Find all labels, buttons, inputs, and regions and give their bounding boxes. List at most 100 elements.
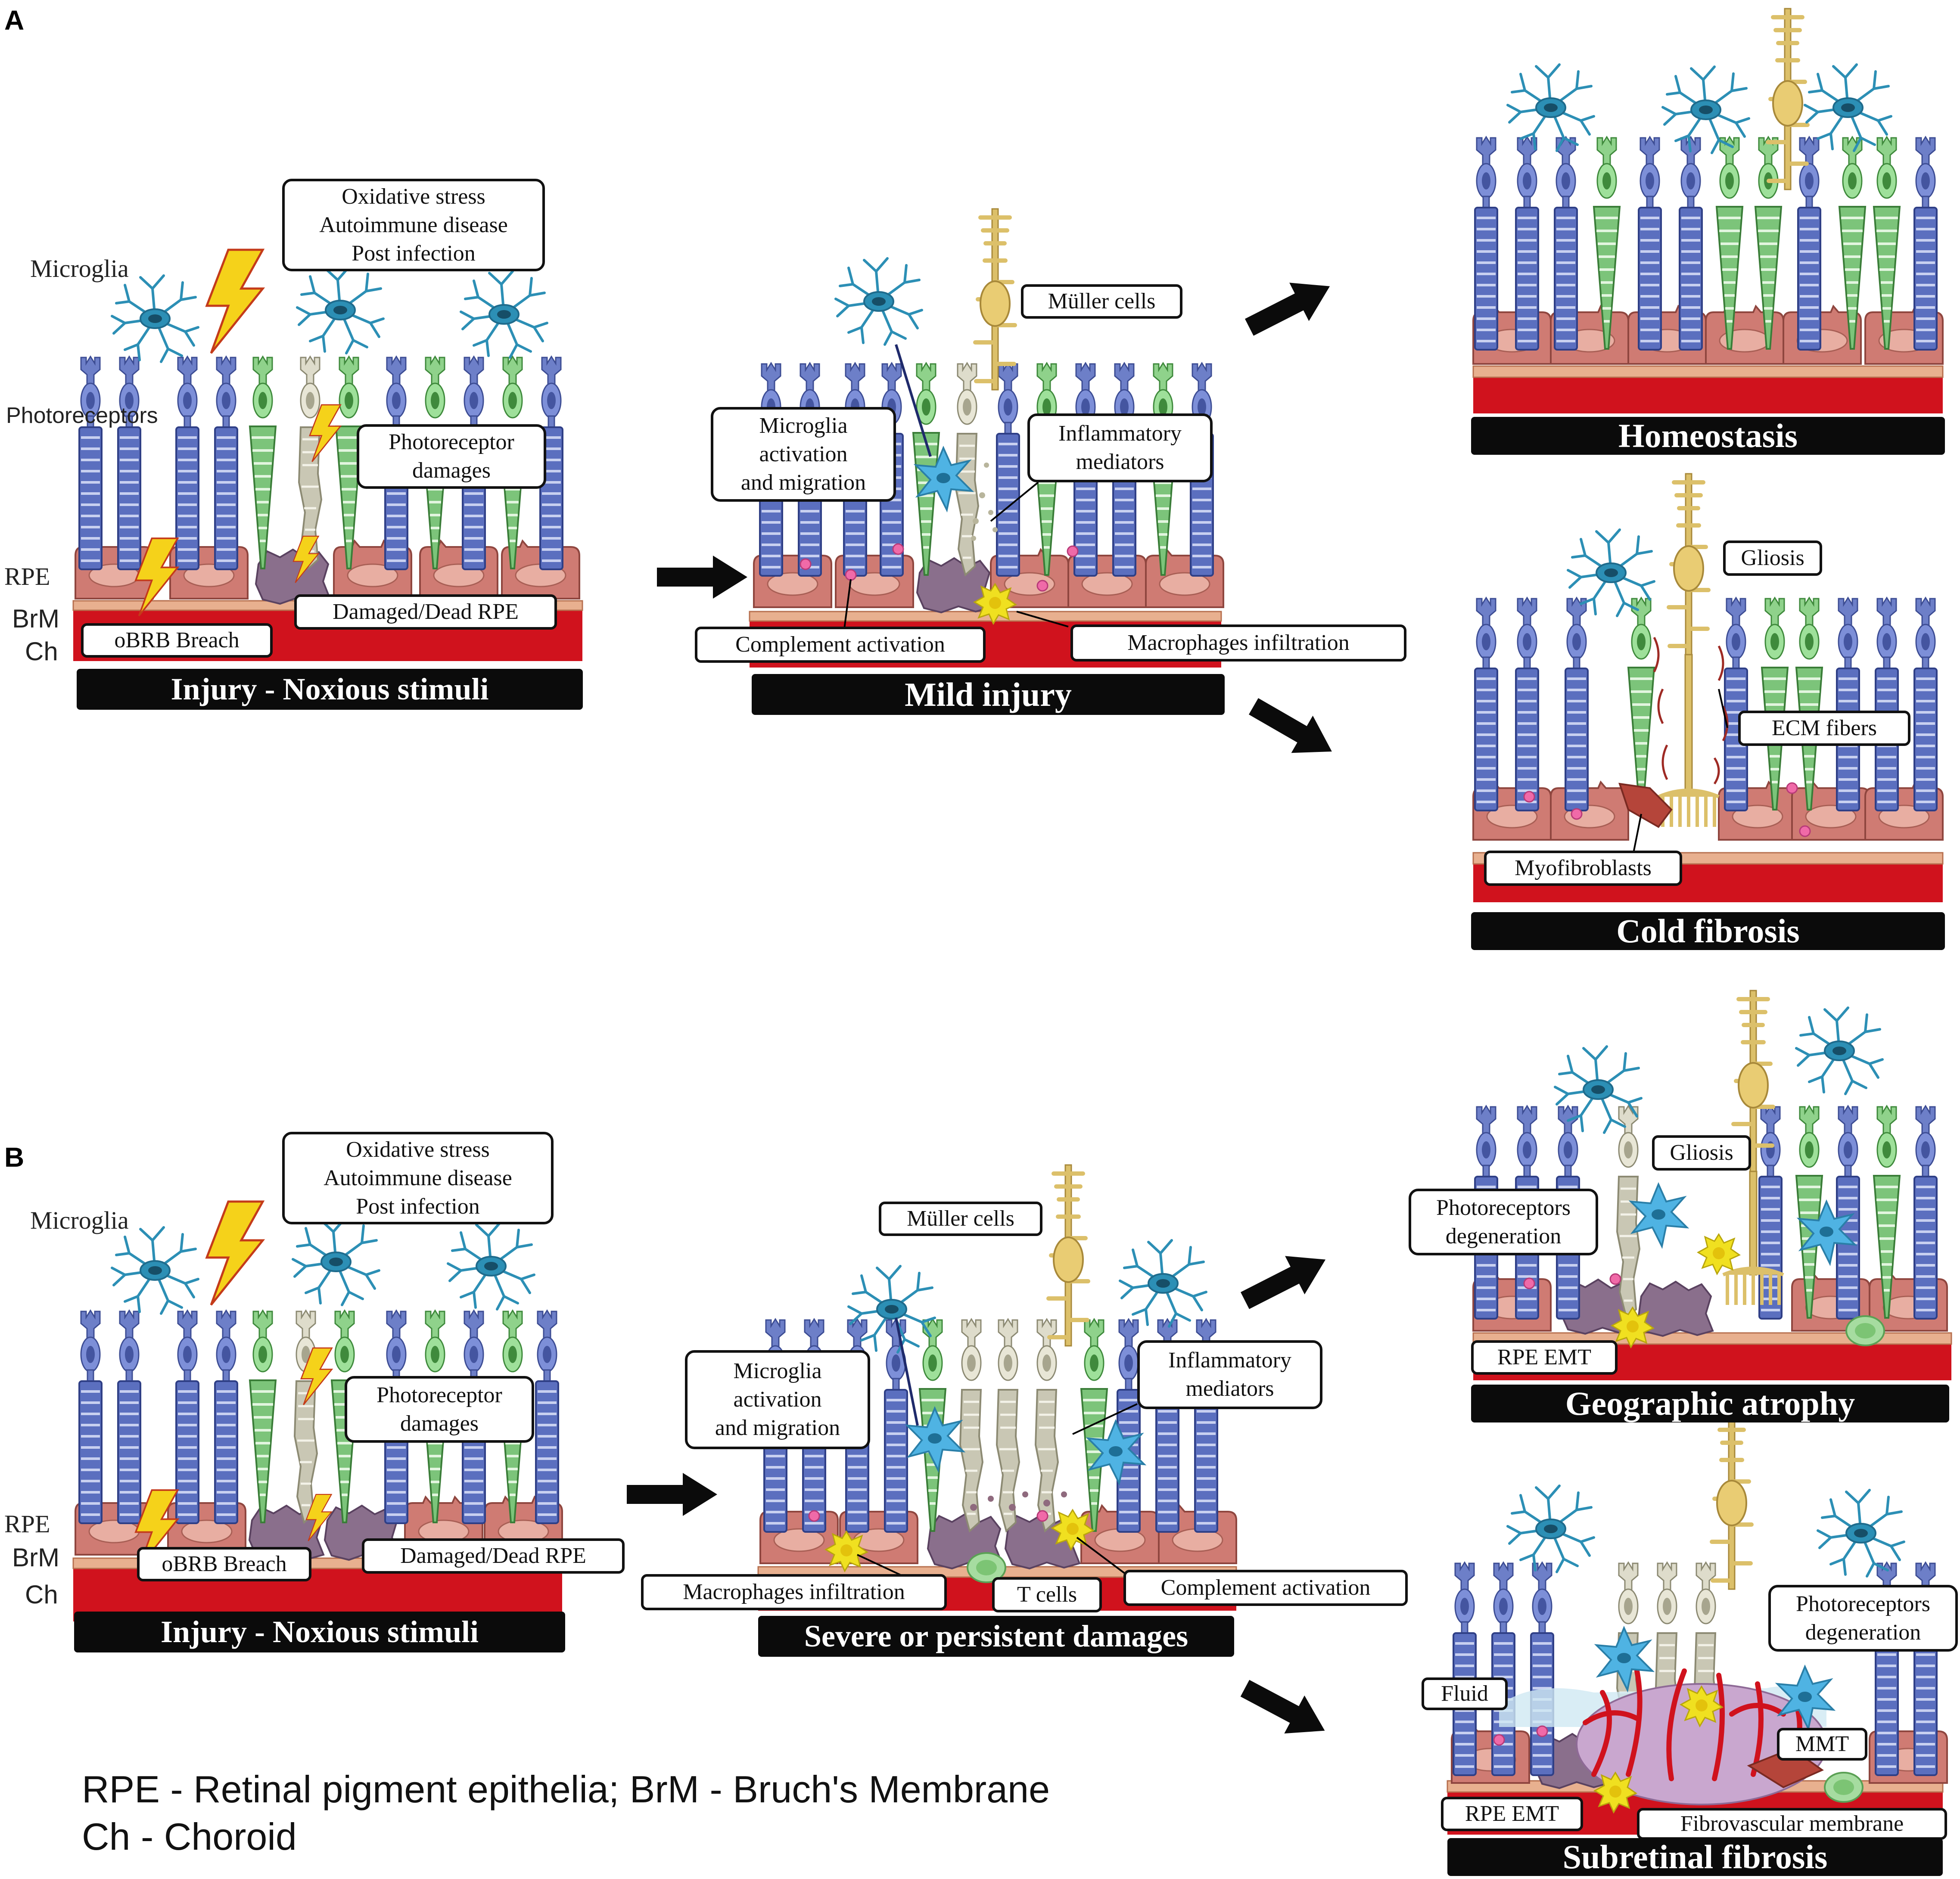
muller-cells-label: Müller cells <box>1021 284 1182 319</box>
box-line: Photoreceptor <box>376 1382 502 1407</box>
box-line: Inflammatory <box>1168 1348 1291 1373</box>
box-line: and migration <box>715 1416 840 1440</box>
legend-line: Ch - Choroid <box>82 1815 297 1858</box>
arrow-icon <box>627 1473 717 1516</box>
microglia-cell <box>1120 1240 1206 1326</box>
callout-line <box>1718 689 1728 728</box>
macrophages-infiltration-label: Macrophages infiltration <box>641 1574 947 1610</box>
microglia-cell <box>461 271 547 357</box>
rpe-layer <box>1472 781 1944 841</box>
t-cells-label: T cells <box>992 1577 1102 1612</box>
microglia-label: Microglia <box>30 1206 129 1234</box>
stress-line: Autoimmune disease <box>319 212 508 237</box>
mild-injury-bar: Mild injury <box>752 674 1225 715</box>
muller-cell <box>975 209 1015 390</box>
callout-line <box>1016 611 1069 627</box>
complement-dots <box>1523 782 1811 837</box>
photoreceptors-degeneration-box: Photoreceptors degeneration <box>1768 1585 1958 1652</box>
microglia-cell <box>836 258 922 345</box>
brm-label: BrM <box>12 604 59 633</box>
box-line: mediators <box>1076 450 1164 474</box>
macrophage-cell <box>1697 1233 1740 1275</box>
stress-line: Post infection <box>352 241 476 266</box>
stress-line: Oxidative stress <box>342 184 485 209</box>
microglia-activation-box: Microglia activation and migration <box>711 407 896 502</box>
cold-fibrosis-bar: Cold fibrosis <box>1471 912 1945 950</box>
rpe-label: RPE <box>4 562 50 590</box>
muller-stalk <box>1684 654 1693 793</box>
rpe-layer <box>1472 305 1944 365</box>
lightning-icon <box>207 250 263 353</box>
fluid-label: Fluid <box>1422 1677 1508 1710</box>
ecm-fibers-label: ECM fibers <box>1738 711 1910 746</box>
microglia-cell <box>293 1219 379 1305</box>
panel-b-letter: B <box>4 1142 25 1173</box>
ecm-fibers <box>1653 637 1729 785</box>
muller-cell <box>1048 1165 1088 1346</box>
gliosis-label: Gliosis <box>1723 540 1822 576</box>
obrb-breach-label: oBRB Breach <box>137 1547 311 1581</box>
muller-cell <box>1768 9 1808 189</box>
muller-cells-label: Müller cells <box>879 1202 1042 1236</box>
box-line: activation <box>733 1387 822 1412</box>
arrow-icon <box>1243 687 1343 770</box>
microglia-cell <box>448 1223 534 1309</box>
macrophages-infiltration-label: Macrophages infiltration <box>1070 624 1406 662</box>
panel-a-cold-fibrosis-stage <box>1472 474 1944 902</box>
box-line: degeneration <box>1805 1620 1921 1645</box>
ch-label: Ch <box>25 637 58 666</box>
microglia-cell <box>1508 65 1594 151</box>
microglia-cell <box>112 1227 198 1314</box>
inflammatory-mediators-box: Inflammatory mediators <box>1027 413 1213 482</box>
lightning-icon <box>207 1202 263 1305</box>
homeostasis-bar: Homeostasis <box>1471 417 1945 455</box>
subretinal-fibrosis-bar: Subretinal fibrosis <box>1447 1838 1943 1876</box>
complement-dots <box>800 543 1079 592</box>
panel-b-geographic-atrophy-stage <box>1472 991 1952 1380</box>
photoreceptors-label: Photoreceptors <box>6 403 158 428</box>
panel-a-homeostasis-stage <box>1472 9 1944 413</box>
stress-line: Post infection <box>356 1194 480 1219</box>
complement-dots <box>1493 1725 1548 1746</box>
arrow-icon <box>1239 267 1340 347</box>
abbreviation-legend: RPE - Retinal pigment epithelia; BrM - B… <box>82 1766 1050 1860</box>
activated-microglia <box>1630 1183 1688 1247</box>
microglia-cell <box>1508 1486 1594 1572</box>
stress-line: Oxidative stress <box>346 1137 490 1162</box>
callout-line <box>1632 814 1642 857</box>
microglia-activation-box: Microglia activation and migration <box>685 1350 870 1449</box>
injury-stage-bar: Injury - Noxious stimuli <box>77 669 583 710</box>
box-line: Microglia <box>733 1359 822 1383</box>
photoreceptors-degeneration-box: Photoreceptors degeneration <box>1409 1189 1598 1255</box>
callout-line <box>1076 1537 1129 1577</box>
muller-cell <box>1669 474 1708 655</box>
fibrovascular-membrane-label: Fibrovascular membrane <box>1637 1808 1947 1840</box>
arrow-icon <box>1235 1240 1335 1320</box>
callout-line <box>895 1317 919 1426</box>
gliosis-label: Gliosis <box>1652 1135 1751 1171</box>
photoreceptor-damage-box: Photoreceptor damages <box>345 1376 534 1443</box>
callout-line <box>895 344 932 457</box>
box-line: damages <box>412 458 491 483</box>
arrow-icon <box>657 556 747 599</box>
panel-a-letter: A <box>4 5 25 36</box>
microglia-cell <box>1796 1008 1882 1094</box>
ch-label: Ch <box>25 1580 58 1609</box>
microglia-cell <box>849 1266 935 1352</box>
t-cell <box>1845 1315 1885 1346</box>
stress-factors-box: Oxidative stress Autoimmune disease Post… <box>282 179 545 271</box>
t-cell <box>1824 1772 1864 1803</box>
geographic-atrophy-bar: Geographic atrophy <box>1471 1385 1949 1422</box>
damaged-rpe-label: Damaged/Dead RPE <box>294 594 557 630</box>
muller-stalk <box>1749 1171 1758 1276</box>
callout-line <box>990 481 1039 522</box>
complement-dots <box>808 1510 1048 1522</box>
box-line: Photoreceptors <box>1436 1195 1571 1220</box>
box-line: Inflammatory <box>1058 421 1182 446</box>
bruchs-membrane <box>1472 365 1944 378</box>
legend-line: RPE - Retinal pigment epithelia; BrM - B… <box>82 1768 1050 1811</box>
myofibroblasts-label: Myofibroblasts <box>1484 851 1682 886</box>
microglia-label: Microglia <box>30 255 129 283</box>
mediator-dots <box>970 1491 1067 1511</box>
complement-dots <box>1523 1273 1621 1289</box>
